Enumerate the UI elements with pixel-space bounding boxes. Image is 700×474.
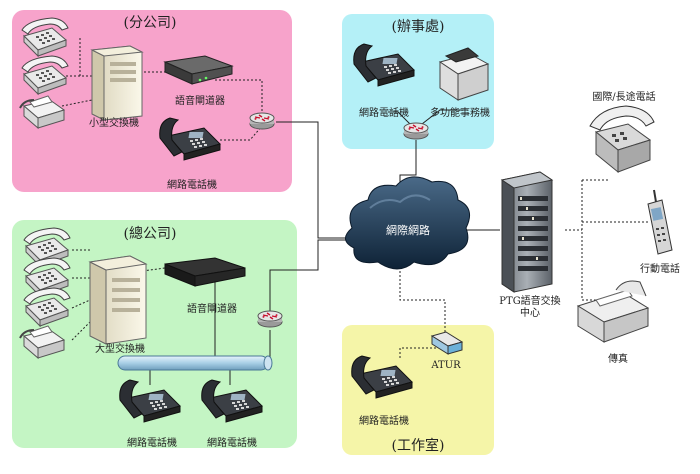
branch-pbx-label: 小型交換機 [89, 116, 139, 129]
office-router-icon [403, 122, 429, 140]
atur-label: ATUR [430, 360, 461, 371]
connection-lines [61, 38, 648, 385]
office-region [342, 14, 494, 149]
hq-ipphone-1-label: 網路電話機 [127, 436, 177, 449]
fax-machine-icon [576, 280, 650, 343]
internet-label: 網際網路 [386, 223, 430, 237]
atur-modem-icon [430, 331, 464, 355]
branch-gateway-icon [163, 55, 234, 85]
pstn-phone-label: 國際/長途電話 [592, 90, 655, 103]
office-mfp-icon [438, 47, 490, 101]
branch-router-icon [249, 112, 275, 130]
hq-router-icon [257, 310, 283, 328]
fax-label: 傳真 [608, 352, 628, 365]
internet-cloud-icon [345, 176, 471, 270]
ptg-center-icon [500, 171, 554, 293]
studio-ipphone-label: 網路電話機 [359, 414, 409, 427]
hq-pbx-label: 大型交換機 [95, 342, 145, 355]
branch-region [12, 10, 292, 192]
branch-devices [19, 17, 275, 161]
office-title: (辦事處) [392, 19, 445, 35]
branch-ipphone-label: 網路電話機 [167, 178, 217, 191]
hq-lan-bus [117, 355, 273, 371]
branch-title: (分公司) [124, 15, 177, 31]
ptg-label-line1: PTG語音交換 [499, 294, 560, 307]
hq-gateway-label: 語音閘道器 [187, 302, 237, 315]
pstn-devices [576, 105, 673, 343]
ptg-label-line2: 中心 [520, 306, 540, 319]
pstn-phone-icon [589, 105, 655, 174]
mobile-phone-icon [647, 189, 673, 255]
hq-ipphone-2-label: 網路電話機 [207, 436, 257, 449]
studio-region [342, 325, 494, 455]
office-ipphone-label: 網路電話機 [359, 106, 409, 119]
studio-title: (工作室) [392, 437, 445, 454]
hq-devices [19, 227, 283, 423]
office-mfp-label: 多功能事務機 [430, 106, 490, 119]
hq-title: (總公司) [124, 225, 177, 242]
branch-gateway-label: 語音閘道器 [175, 94, 225, 107]
hq-pbx-icon [88, 255, 148, 345]
office-devices [353, 43, 490, 140]
hq-gateway-icon [164, 257, 246, 287]
mobile-label: 行動電話 [640, 262, 680, 275]
branch-pbx-icon [90, 45, 144, 121]
